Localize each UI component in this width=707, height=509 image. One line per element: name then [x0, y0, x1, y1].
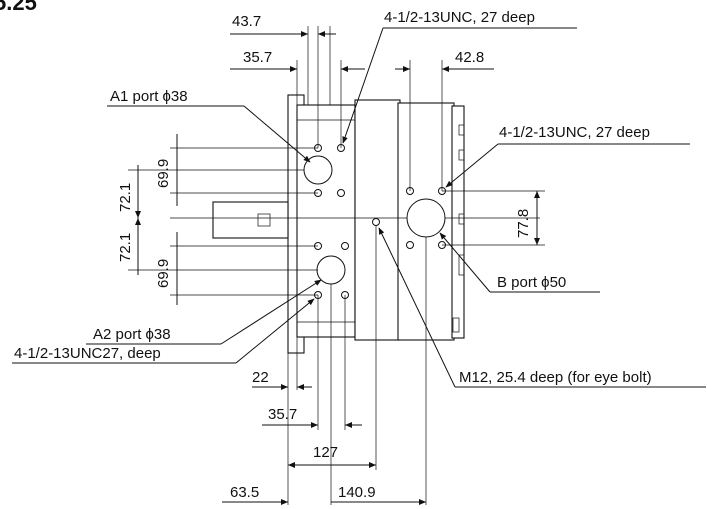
a2-port-hole	[316, 255, 346, 285]
callouts: A1 port ϕ38 4-1/2-13UNC, 27 deep 4-1/2-1…	[12, 9, 706, 388]
dim-left-72-1-lower: 72.1	[117, 233, 134, 262]
callout-lower-thread: 4-1/2-13UNC27, deep	[14, 345, 161, 362]
callout-a1-port: A1 port ϕ38	[110, 88, 188, 105]
right-dimensions: 77.8	[442, 190, 545, 246]
dim-left-72-1-upper: 72.1	[117, 183, 134, 212]
dim-bottom-22: 22	[252, 369, 269, 386]
dim-bottom-140-9: 140.9	[338, 484, 376, 501]
callout-eye-bolt: M12, 25.4 deep (for eye bolt)	[459, 369, 652, 386]
dim-bottom-63-5: 63.5	[230, 484, 259, 501]
header-fragment: 5.25	[0, 0, 37, 15]
eye-bolt-hole	[372, 218, 380, 226]
left-dimensions: 69.9 72.1 72.1 69.9	[117, 134, 318, 305]
dim-bottom-127: 127	[313, 444, 338, 461]
top-dimensions: 43.7 35.7 42.8	[230, 13, 494, 191]
dim-bottom-35-7: 35.7	[268, 406, 297, 423]
bolt-holes-right	[406, 187, 446, 249]
ports	[303, 144, 446, 299]
bottom-dimensions: 22 35.7 127 63.5 140.9	[222, 237, 427, 505]
callout-top-thread: 4-1/2-13UNC, 27 deep	[384, 9, 535, 26]
center-lines	[170, 217, 540, 470]
callout-b-port: B port ϕ50	[497, 274, 566, 291]
dim-left-69-9-upper: 69.9	[155, 159, 172, 188]
callout-a2-port: A2 port ϕ38	[93, 326, 171, 343]
dim-left-69-9-lower: 69.9	[155, 259, 172, 288]
dim-top-43-7: 43.7	[232, 13, 261, 30]
dim-top-42-8: 42.8	[455, 49, 484, 66]
b-port-hole	[406, 198, 446, 238]
dim-top-35-7: 35.7	[243, 49, 272, 66]
callout-right-thread: 4-1/2-13UNC, 27 deep	[499, 124, 650, 141]
dim-right-77-8: 77.8	[515, 209, 532, 238]
